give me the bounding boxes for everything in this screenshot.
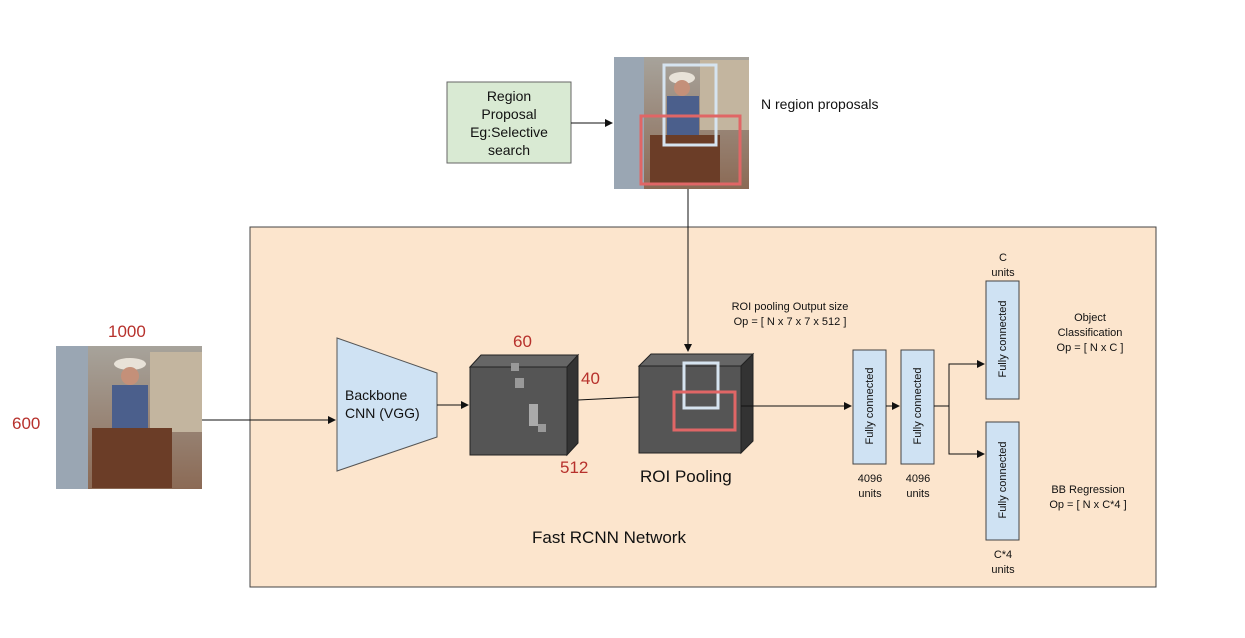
line-feature-to-roi	[577, 396, 640, 401]
bb-regression: BB Regression Op = [ N x C*4 ]	[1028, 483, 1148, 513]
region-proposal-box	[446, 81, 572, 164]
fc-bb-block	[985, 421, 1020, 541]
fc1-units: 4096 units	[845, 472, 895, 502]
fc-bb-label: Fully connected	[997, 441, 1009, 519]
fc2-units-line2: units	[906, 488, 930, 500]
input-width-label: 1000	[108, 322, 146, 341]
arrow-fc2-to-cls	[934, 360, 985, 407]
input-height-label: 600	[12, 414, 41, 433]
bb-regression-line1: BB Regression	[1051, 484, 1125, 496]
bb-units-line2: units	[991, 564, 1015, 576]
fc2-block	[900, 349, 935, 465]
fc1-block	[852, 349, 887, 465]
feature-map-cube	[468, 353, 580, 457]
fc1-units-line2: units	[858, 488, 882, 500]
roi-output-size: ROI pooling Output size Op = [ N x 7 x 7…	[700, 300, 880, 330]
object-classification: Object Classification Op = [ N x C ]	[1035, 311, 1145, 356]
n-region-label: N region proposals	[761, 96, 879, 112]
region-proposal-text: Region Proposal Eg:Selective search	[447, 87, 571, 159]
proposal-image	[614, 57, 749, 189]
feature-map-right-label: 40	[581, 369, 600, 388]
roi-pooling-cube	[637, 352, 755, 455]
fc2-units: 4096 units	[893, 472, 943, 502]
object-classification-line2: Classification	[1057, 327, 1123, 339]
region-proposal-line2: Proposal	[481, 106, 537, 122]
backbone-line2: CNN (VGG)	[345, 405, 420, 421]
fc1-units-line1: 4096	[857, 473, 883, 485]
roi-output-line2: Op = [ N x 7 x 7 x 512 ]	[733, 316, 847, 328]
bb-units-line1: C*4	[993, 549, 1013, 561]
object-classification-line1: Object	[1074, 312, 1106, 324]
arrow-fc2-to-bb	[948, 406, 985, 458]
object-classification-line3: Op = [ N x C ]	[1056, 342, 1124, 354]
fc1-label: Fully connected	[864, 367, 876, 445]
fc-cls-block	[985, 280, 1020, 400]
roi-pooling-caption: ROI Pooling	[640, 467, 732, 486]
input-image	[56, 346, 202, 489]
region-proposal-line1: Region	[486, 88, 532, 104]
region-proposal-line4: search	[487, 142, 531, 158]
backbone-line1: Backbone	[345, 387, 408, 403]
cls-units: C units	[978, 251, 1028, 281]
fc2-units-line1: 4096	[905, 473, 931, 485]
fc2-label: Fully connected	[912, 367, 924, 445]
bb-regression-line2: Op = [ N x C*4 ]	[1049, 499, 1127, 511]
region-proposal-line3: Eg:Selective	[470, 124, 548, 140]
bb-units: C*4 units	[978, 548, 1028, 578]
network-title: Fast RCNN Network	[532, 528, 686, 547]
cls-units-line1: C	[999, 252, 1007, 264]
feature-map-top-label: 60	[513, 332, 532, 351]
backbone-label: Backbone CNN (VGG)	[345, 386, 420, 422]
feature-map-bottom-label: 512	[560, 458, 589, 477]
fc-cls-label: Fully connected	[997, 300, 1009, 378]
backbone-trapezoid	[336, 337, 438, 472]
cls-units-line2: units	[991, 267, 1015, 279]
roi-output-line1: ROI pooling Output size	[731, 301, 849, 313]
